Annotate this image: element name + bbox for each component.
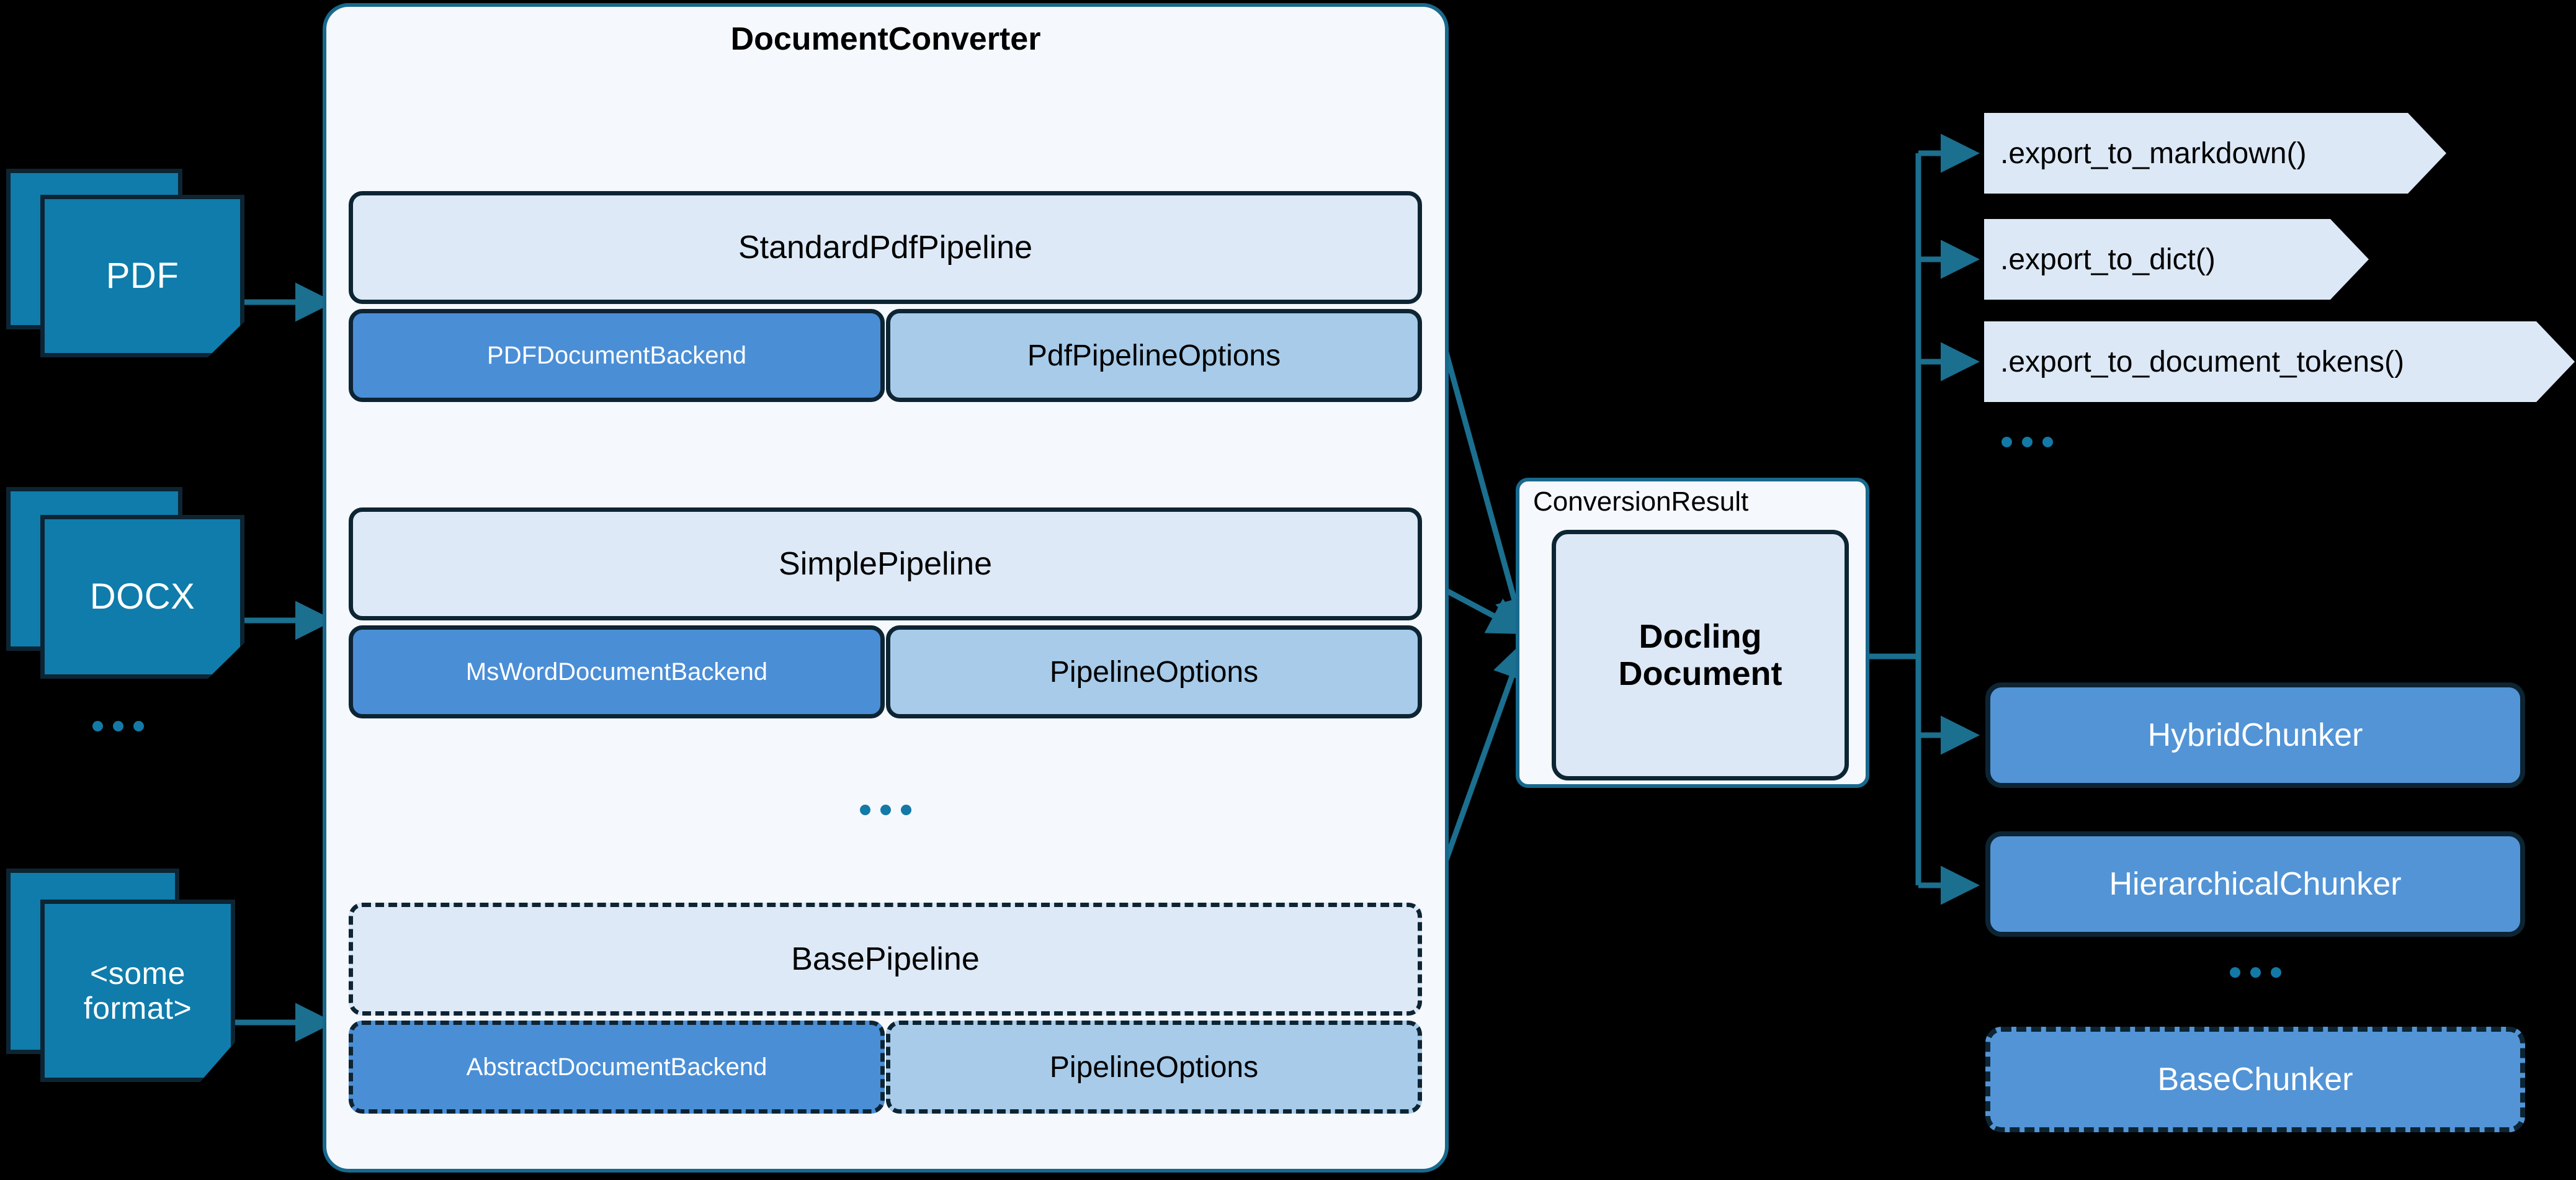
conversion-result-panel: ConversionResult Docling Document <box>1516 478 1869 788</box>
docling-document-box[interactable]: Docling Document <box>1552 530 1849 780</box>
docx-label: DOCX <box>89 576 195 617</box>
chunker-label: BaseChunker <box>2157 1062 2353 1097</box>
docx-document-icon[interactable]: DOCX <box>6 487 244 679</box>
backend-label: MsWordDocumentBackend <box>465 658 768 686</box>
chunker-hybridchunker[interactable]: HybridChunker <box>1985 682 2525 788</box>
backend-msworddocumentbackend[interactable]: MsWordDocumentBackend <box>349 625 885 718</box>
inputs-ellipsis <box>81 717 155 735</box>
options-label: PdfPipelineOptions <box>1027 339 1281 372</box>
pipeline-head-label: SimplePipeline <box>779 546 992 582</box>
exports-ellipsis <box>1993 432 2061 451</box>
chunker-hierarchicalchunker[interactable]: HierarchicalChunker <box>1985 831 2525 937</box>
pipeline-head-standardpdfpipeline[interactable]: StandardPdfPipeline <box>349 191 1422 304</box>
someformat-label: <some format> <box>83 956 192 1026</box>
options-pdfpipelineoptions[interactable]: PdfPipelineOptions <box>886 309 1422 402</box>
docling-document-label: Docling Document <box>1618 617 1782 692</box>
export-label: .export_to_dict() <box>2000 243 2216 276</box>
pipelines-ellipsis <box>848 800 923 819</box>
options-label: PipelineOptions <box>1049 655 1259 689</box>
backend-abstractdocumentbackend[interactable]: AbstractDocumentBackend <box>349 1021 885 1114</box>
export-label: .export_to_document_tokens() <box>2000 345 2405 378</box>
options-label: PipelineOptions <box>1049 1050 1259 1084</box>
export-label: .export_to_markdown() <box>2000 136 2307 170</box>
chunkers-ellipsis <box>2221 963 2289 981</box>
options-pipelineoptions[interactable]: PipelineOptions <box>886 625 1422 718</box>
export-to-markdown-chevron[interactable]: .export_to_markdown() <box>1984 113 2446 194</box>
pipeline-head-label: StandardPdfPipeline <box>738 230 1033 266</box>
pdf-label: PDF <box>105 255 179 296</box>
pdf-document-icon[interactable]: PDF <box>6 169 244 357</box>
someformat-front-page: <some format> <box>40 900 235 1082</box>
backend-label: PDFDocumentBackend <box>487 341 746 369</box>
chunker-label: HybridChunker <box>2147 717 2363 753</box>
options-pipelineoptions-base[interactable]: PipelineOptions <box>886 1021 1422 1114</box>
page-title: DocumentConverter <box>730 21 1041 57</box>
some-format-document-icon[interactable]: <some format> <box>6 869 236 1082</box>
docx-front-page: DOCX <box>40 515 244 679</box>
pdf-front-page: PDF <box>40 195 244 357</box>
backend-pdfdocumentbackend[interactable]: PDFDocumentBackend <box>349 309 885 402</box>
pipeline-head-basepipeline[interactable]: BasePipeline <box>349 903 1422 1016</box>
pipeline-head-simplepipeline[interactable]: SimplePipeline <box>349 507 1422 620</box>
pipeline-head-label: BasePipeline <box>791 941 980 977</box>
backend-label: AbstractDocumentBackend <box>466 1053 767 1081</box>
chunker-label: HierarchicalChunker <box>2109 866 2402 902</box>
conversion-result-label: ConversionResult <box>1533 486 1749 517</box>
export-to-document-tokens-chevron[interactable]: .export_to_document_tokens() <box>1984 321 2575 402</box>
export-to-dict-chevron[interactable]: .export_to_dict() <box>1984 219 2369 300</box>
chunker-basechunker[interactable]: BaseChunker <box>1985 1027 2525 1132</box>
